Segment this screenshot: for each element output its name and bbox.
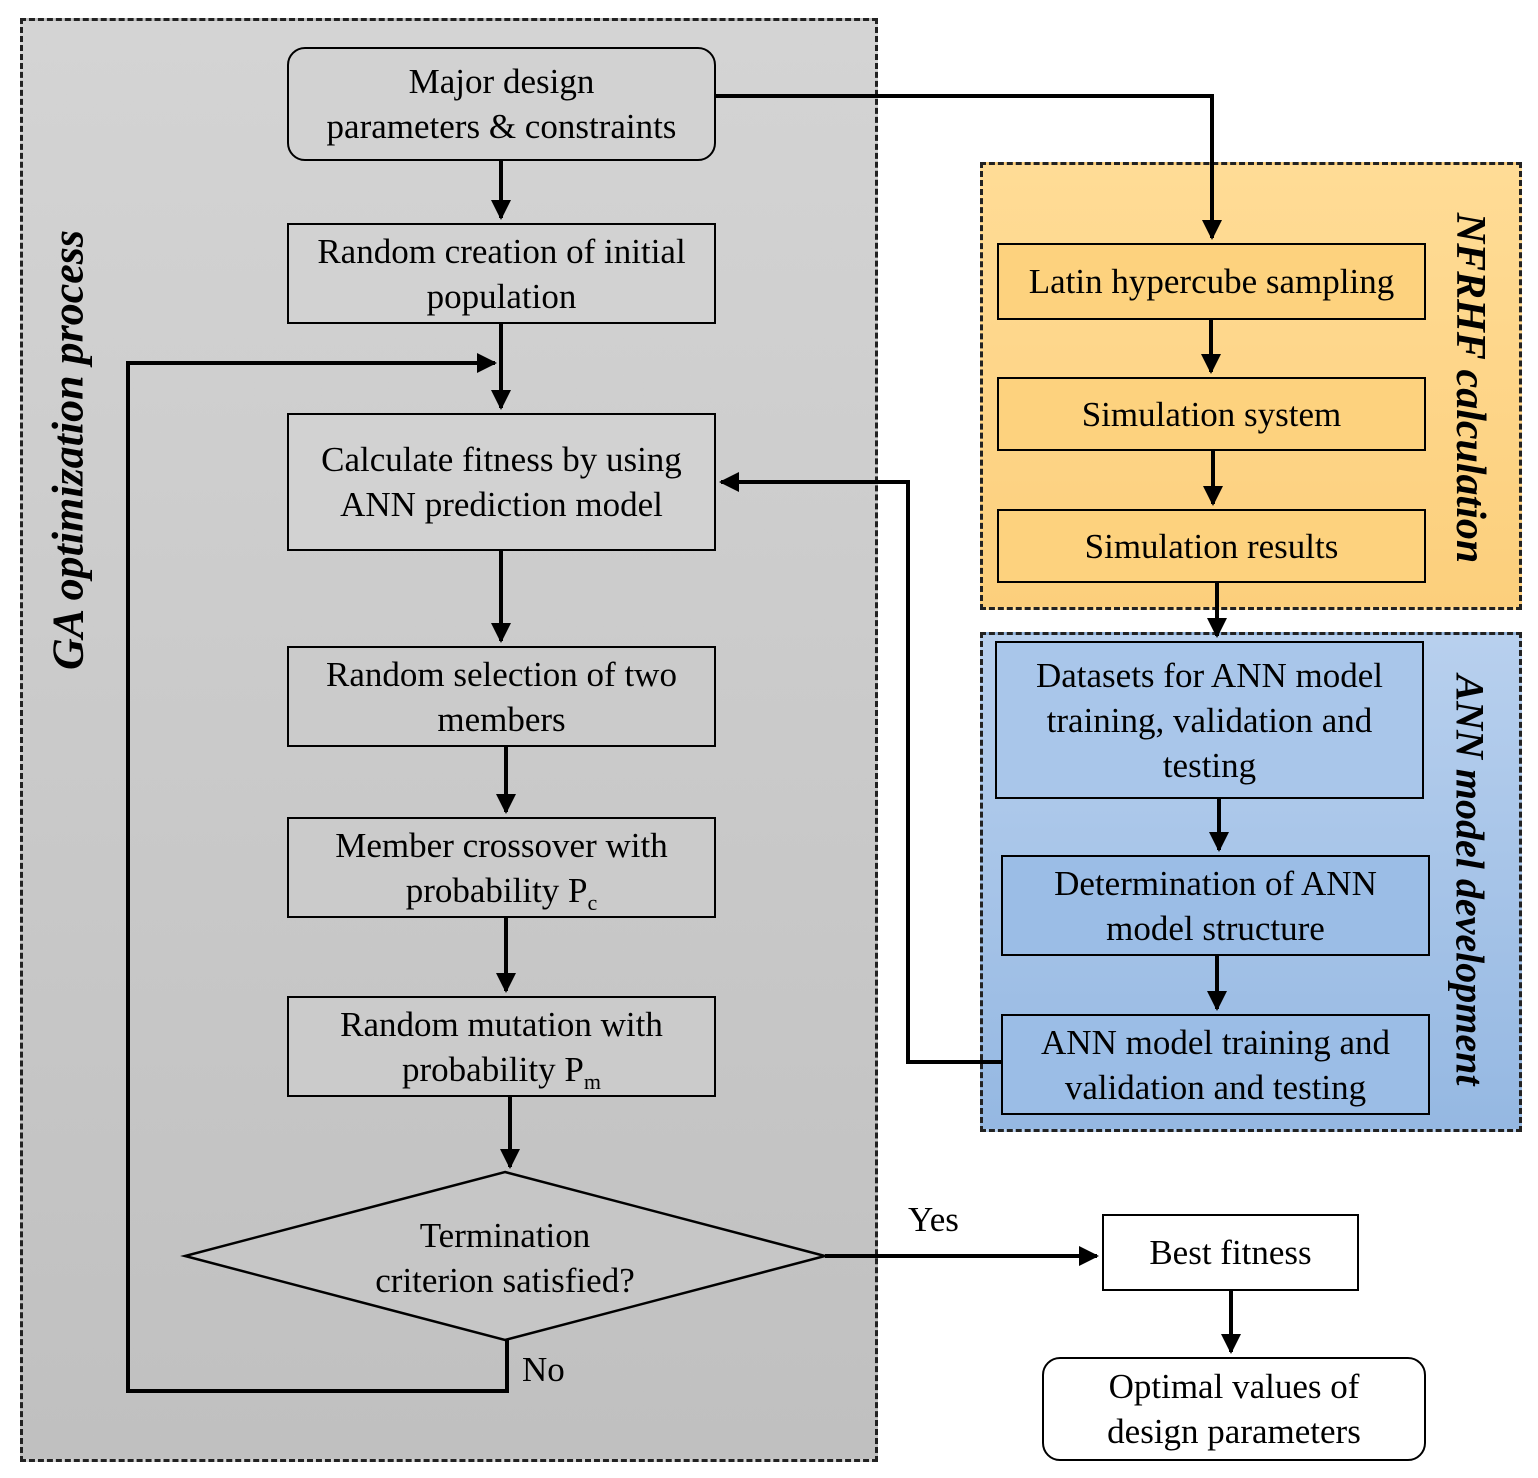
- box-line: ANN prediction model: [340, 485, 663, 524]
- box-line: members: [437, 699, 566, 739]
- box-line: Optimal values of: [1108, 1367, 1360, 1406]
- box-line: Termination: [419, 1216, 591, 1255]
- random-mutation-box: Random mutation with probability Pm: [287, 996, 716, 1097]
- box-line: Latin hypercube sampling: [1028, 262, 1395, 301]
- no-loop-line: [126, 353, 509, 1393]
- subscript-c: c: [587, 889, 598, 915]
- member-crossover-box: Member crossover with probability Pc: [287, 817, 716, 918]
- no-label: No: [522, 1350, 565, 1389]
- box-line: Simulation system: [1081, 394, 1342, 434]
- random-selection-box: Random selection of two members: [287, 646, 716, 747]
- box-line: training, validation and: [1046, 700, 1373, 740]
- box-line: Best fitness: [1149, 1233, 1312, 1272]
- box-line: Datasets for ANN model: [1035, 655, 1383, 695]
- simulation-results-box: Simulation results: [997, 509, 1426, 583]
- box-line: Random mutation with: [340, 1004, 663, 1044]
- latin-hypercube-box: Latin hypercube sampling: [997, 243, 1426, 320]
- simulation-system-box: Simulation system: [997, 377, 1426, 451]
- box-line: validation and testing: [1064, 1067, 1367, 1107]
- ann-training-box: ANN model training and validation and tes…: [1001, 1014, 1430, 1115]
- box-line: Calculate fitness by using: [321, 440, 682, 479]
- box-line: Simulation results: [1084, 526, 1339, 566]
- box-line: design parameters: [1107, 1412, 1361, 1451]
- box-line: Major design: [408, 62, 595, 101]
- box-line: Random creation of initial: [317, 231, 686, 271]
- box-line: probability P: [402, 1049, 584, 1089]
- random-creation-box: Random creation of initial population: [287, 223, 716, 324]
- arrow-training-to-fitness: [719, 472, 1001, 1064]
- box-line: Determination of ANN: [1054, 863, 1377, 903]
- box-line: parameters & constraints: [326, 107, 677, 146]
- subscript-m: m: [583, 1068, 601, 1094]
- termination-text: Termination criterion satisfied?: [335, 1213, 675, 1303]
- ann-structure-box: Determination of ANN model structure: [1001, 855, 1430, 956]
- arrow-params-to-lhs: [716, 94, 1222, 240]
- major-design-params-box: Major design parameters & constraints: [287, 47, 716, 161]
- box-line: probability P: [405, 870, 588, 910]
- optimal-values-box: Optimal values of design parameters: [1042, 1357, 1426, 1461]
- yes-label: Yes: [908, 1200, 959, 1239]
- box-line: ANN model training and: [1041, 1022, 1390, 1062]
- datasets-box: Datasets for ANN model training, validati…: [995, 641, 1424, 799]
- box-line: criterion satisfied?: [375, 1261, 635, 1300]
- best-fitness-box: Best fitness: [1102, 1214, 1359, 1291]
- box-line: population: [426, 276, 577, 316]
- box-line: model structure: [1106, 908, 1325, 948]
- box-line: Random selection of two: [326, 654, 677, 694]
- box-line: Member crossover with: [335, 825, 668, 865]
- box-line: testing: [1162, 745, 1257, 785]
